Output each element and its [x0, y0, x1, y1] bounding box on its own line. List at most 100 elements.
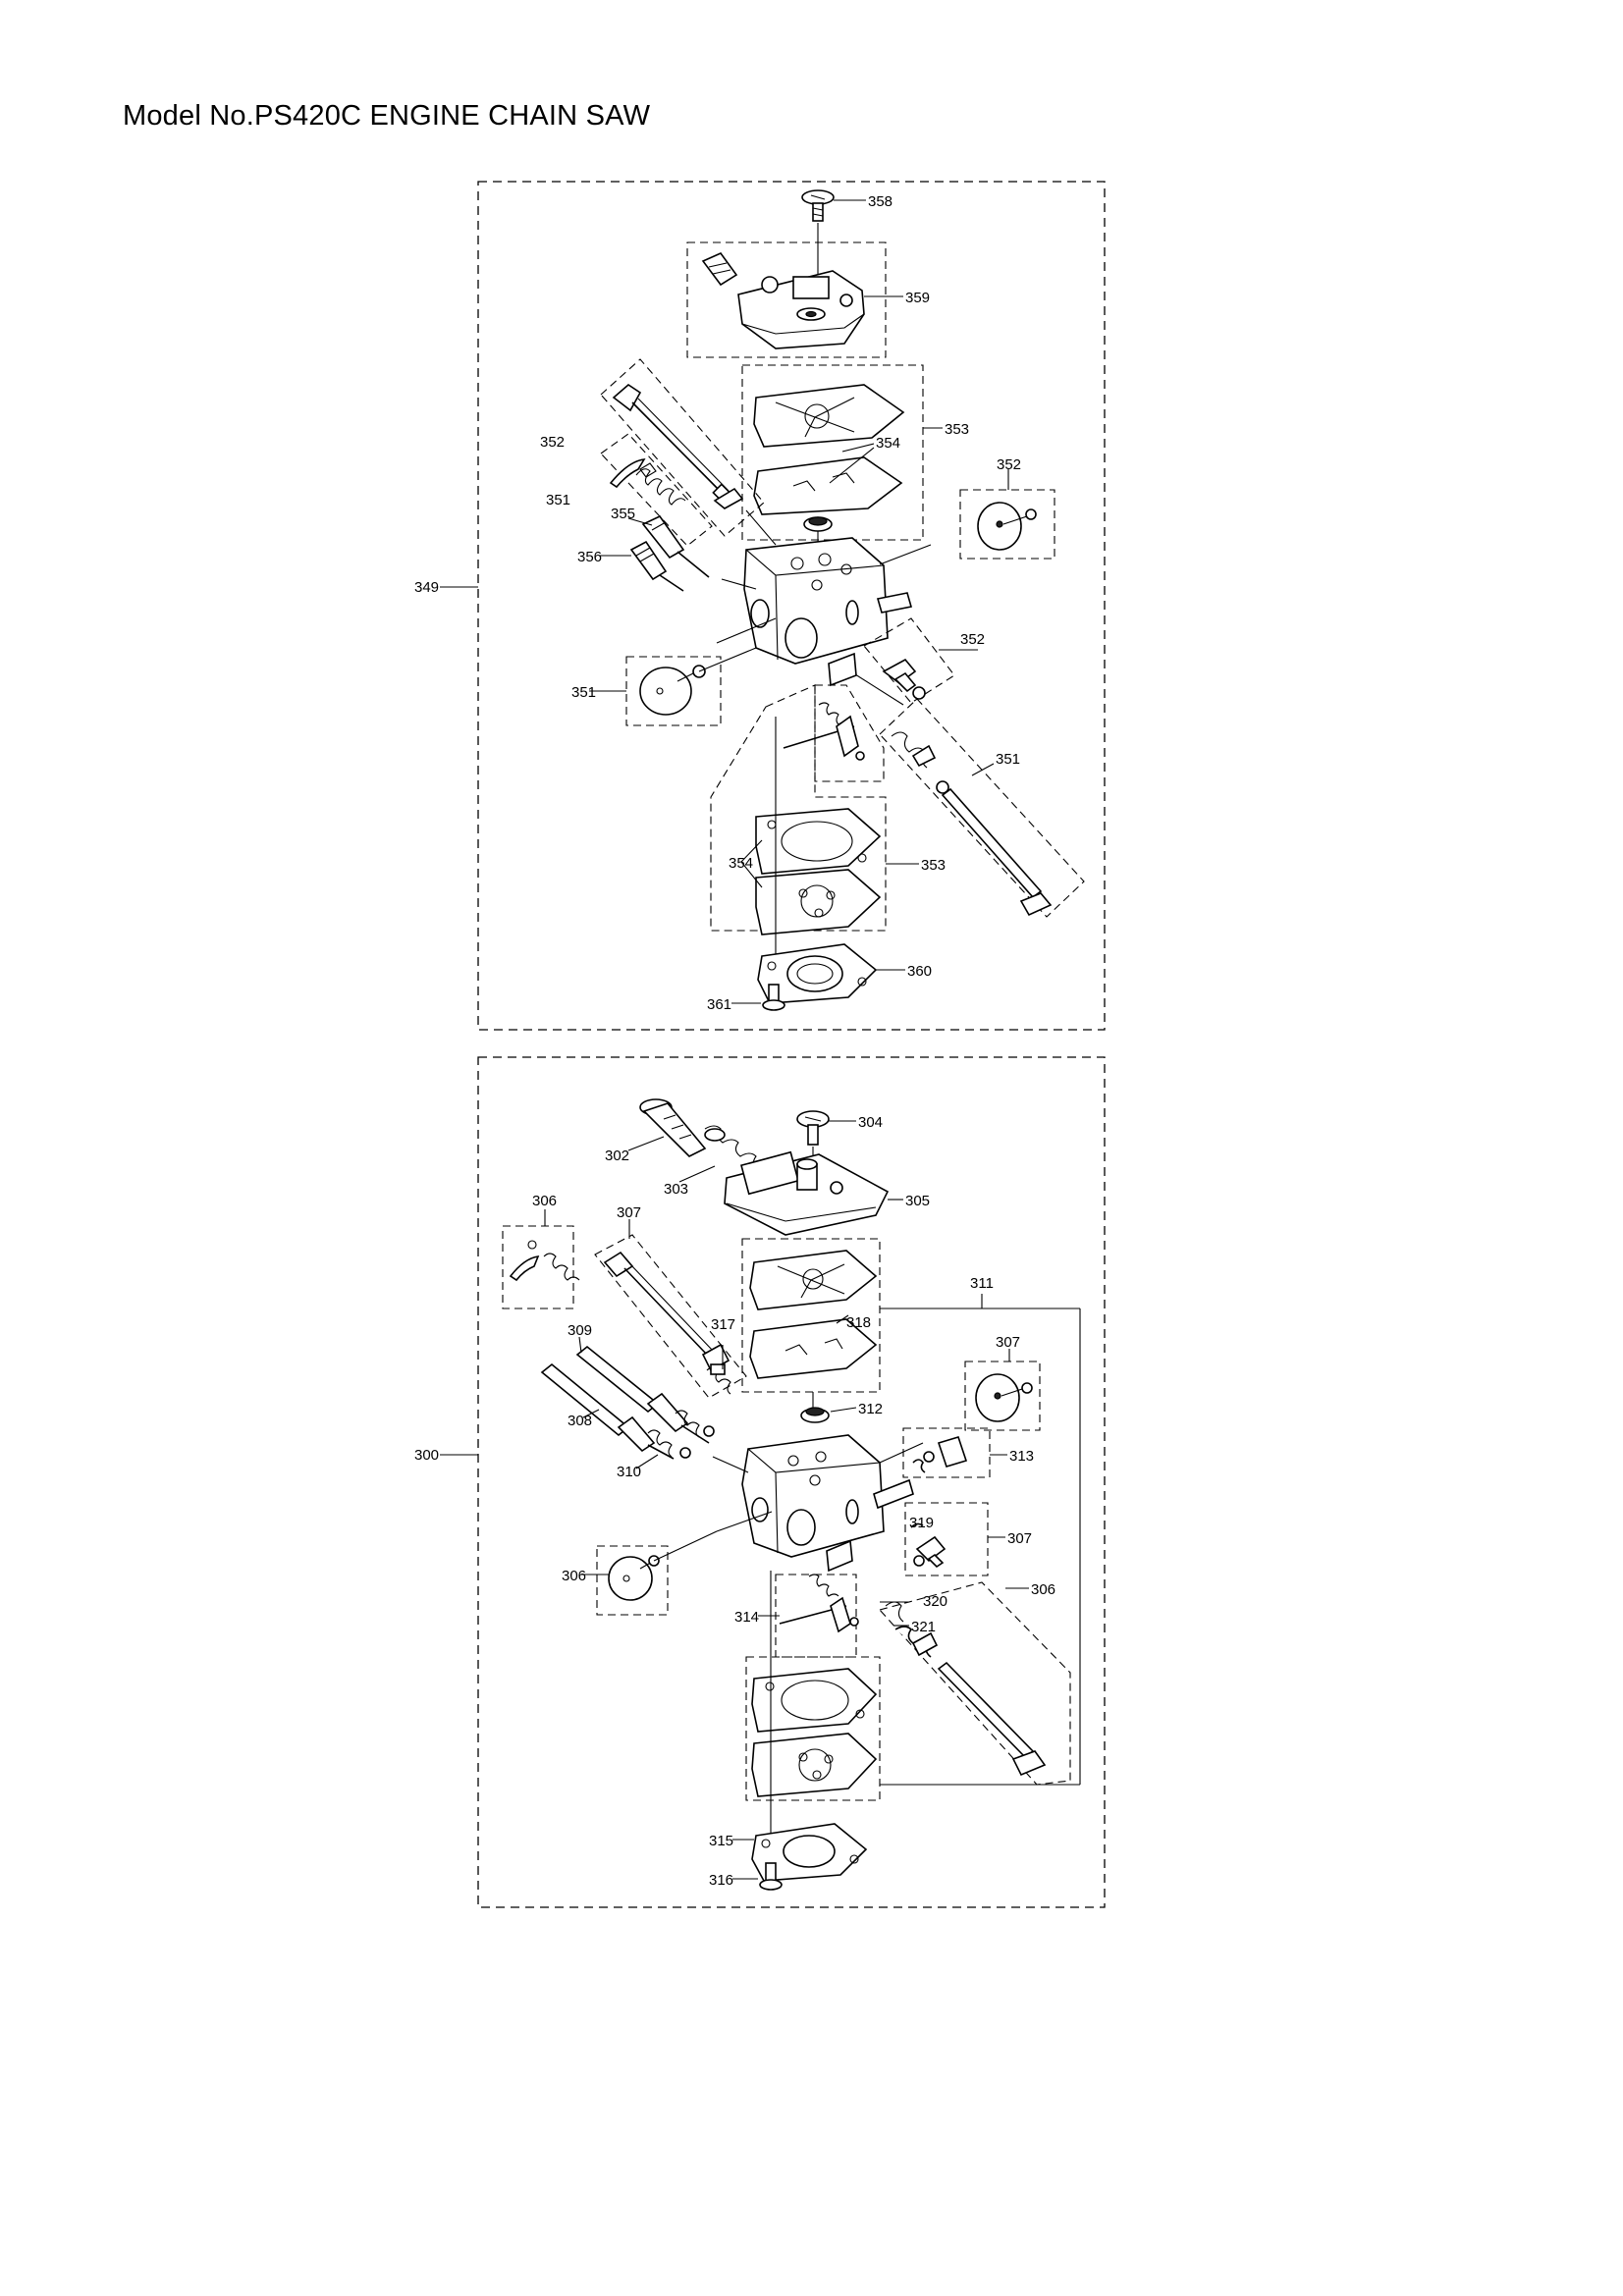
- group-box-lower-diaphragms: [745, 1656, 881, 1801]
- throttle-shaft-307: [603, 1251, 730, 1372]
- pump-cover-315: [751, 1823, 868, 1882]
- callout-308: 308: [568, 1413, 592, 1429]
- callout-306-top: 306: [532, 1193, 557, 1209]
- carburetor-body-upper: [743, 537, 913, 665]
- adjust-needle-356: [629, 540, 684, 592]
- callout-304: 304: [858, 1114, 883, 1131]
- adjust-needle-309: [575, 1345, 710, 1444]
- callout-307-shaft: 307: [617, 1204, 641, 1221]
- page-title: Model No.PS420C ENGINE CHAIN SAW: [123, 100, 651, 132]
- callout-317: 317: [711, 1316, 735, 1333]
- group-box-306-top: [502, 1225, 574, 1309]
- callout-356: 356: [577, 549, 602, 565]
- spring-317: [706, 1363, 731, 1395]
- screw-358: [801, 189, 835, 222]
- group-box-351-right: [879, 698, 1085, 918]
- callout-302: 302: [605, 1148, 629, 1164]
- pump-cover-305: [724, 1150, 890, 1236]
- group-box-353-top: [741, 364, 924, 541]
- callout-305: 305: [905, 1193, 930, 1209]
- choke-plate-351: [639, 665, 706, 716]
- callout-306-disc: 306: [562, 1568, 586, 1584]
- callout-349: 349: [414, 579, 439, 596]
- callout-354-bottom: 354: [729, 855, 753, 872]
- callout-354-top: 354: [876, 435, 900, 452]
- screw-361: [762, 984, 785, 1011]
- callout-361: 361: [707, 996, 731, 1013]
- check-valve-313: [912, 1436, 968, 1473]
- callout-351-right: 351: [996, 751, 1020, 768]
- needle-valve-lever-314: [779, 1539, 859, 1633]
- throttle-shaft-352: [612, 383, 744, 509]
- upper-carburetor-assembly: [440, 181, 1106, 1031]
- callout-321: 321: [911, 1619, 936, 1635]
- group-box-353-bottom: [710, 684, 887, 932]
- callout-312: 312: [858, 1401, 883, 1417]
- group-box-313: [902, 1427, 991, 1478]
- callout-358: 358: [868, 193, 893, 210]
- lever-352-right: [882, 658, 926, 700]
- screw-316: [759, 1862, 783, 1891]
- carburetor-body-lower: [741, 1434, 914, 1558]
- lever-319: [910, 1522, 947, 1569]
- lower-assembly-frame: [477, 1056, 1106, 1908]
- lower-carburetor-assembly: [440, 1056, 1106, 1908]
- spring-303: [704, 1125, 759, 1171]
- diaphragm-gasket-318: [749, 1250, 878, 1379]
- group-box-351-left: [600, 433, 713, 547]
- callout-351-bottom-left: 351: [571, 684, 596, 701]
- callout-300: 300: [414, 1447, 439, 1464]
- adjust-needle-308: [540, 1362, 675, 1460]
- callout-314: 314: [734, 1609, 759, 1626]
- pump-cover-360: [757, 943, 878, 1004]
- callout-320: 320: [923, 1593, 947, 1610]
- diaphragm-gasket-354-bottom: [755, 808, 882, 935]
- callout-359: 359: [905, 290, 930, 306]
- upper-callout-labels: 349 358 359 353 354 352 351 355 356 352 …: [414, 193, 1021, 1013]
- callout-360: 360: [907, 963, 932, 980]
- callout-353-top: 353: [945, 421, 969, 438]
- lever-spring-351-left: [609, 458, 686, 506]
- throttle-plate-352: [977, 502, 1037, 551]
- upper-assembly-frame: [477, 181, 1106, 1031]
- callout-352-right: 352: [960, 631, 985, 648]
- springs-310: [647, 1410, 715, 1459]
- choke-shaft-351: [891, 731, 1053, 917]
- callout-309: 309: [568, 1322, 592, 1339]
- callout-351-left: 351: [546, 492, 570, 508]
- diaphragm-gasket-lower: [751, 1668, 878, 1797]
- filter-screen-upper: [803, 516, 833, 532]
- group-box-318: [741, 1238, 881, 1393]
- filter-screen-312: [800, 1407, 830, 1423]
- screw-302: [639, 1098, 707, 1157]
- callout-318: 318: [846, 1314, 871, 1331]
- callout-313: 313: [1009, 1448, 1034, 1465]
- adjust-needle-355: [641, 514, 710, 578]
- diaphragm-gasket-354-top: [753, 384, 905, 515]
- callout-307-lever: 307: [1007, 1530, 1032, 1547]
- choke-shaft-306: [885, 1601, 1047, 1777]
- callout-352-right-top: 352: [997, 456, 1021, 473]
- callout-355: 355: [611, 506, 635, 522]
- group-box-351-bottom-left: [625, 656, 722, 726]
- callout-303: 303: [664, 1181, 688, 1198]
- callout-315: 315: [709, 1833, 733, 1849]
- pump-cover-359: [701, 252, 865, 349]
- lower-callout-labels: 300 302 303 304 305 306 307 311 317 318 …: [414, 1114, 1055, 1889]
- group-box-352-right-top: [959, 489, 1055, 560]
- callout-311: 311: [970, 1275, 994, 1292]
- group-box-307-disc: [964, 1361, 1041, 1431]
- callout-319: 319: [909, 1515, 934, 1531]
- group-box-307-lever: [904, 1502, 989, 1576]
- group-box-359: [686, 241, 887, 358]
- callout-310: 310: [617, 1464, 641, 1480]
- callout-306-shaft: 306: [1031, 1581, 1055, 1598]
- callout-352-left: 352: [540, 434, 565, 451]
- group-box-306-disc: [596, 1545, 669, 1616]
- group-box-307-shaft: [594, 1234, 747, 1399]
- callout-353-bottom: 353: [921, 857, 946, 874]
- needle-valve-lever-upper: [783, 652, 865, 761]
- group-box-306-shaft: [878, 1581, 1071, 1786]
- lever-spring-306: [509, 1240, 580, 1282]
